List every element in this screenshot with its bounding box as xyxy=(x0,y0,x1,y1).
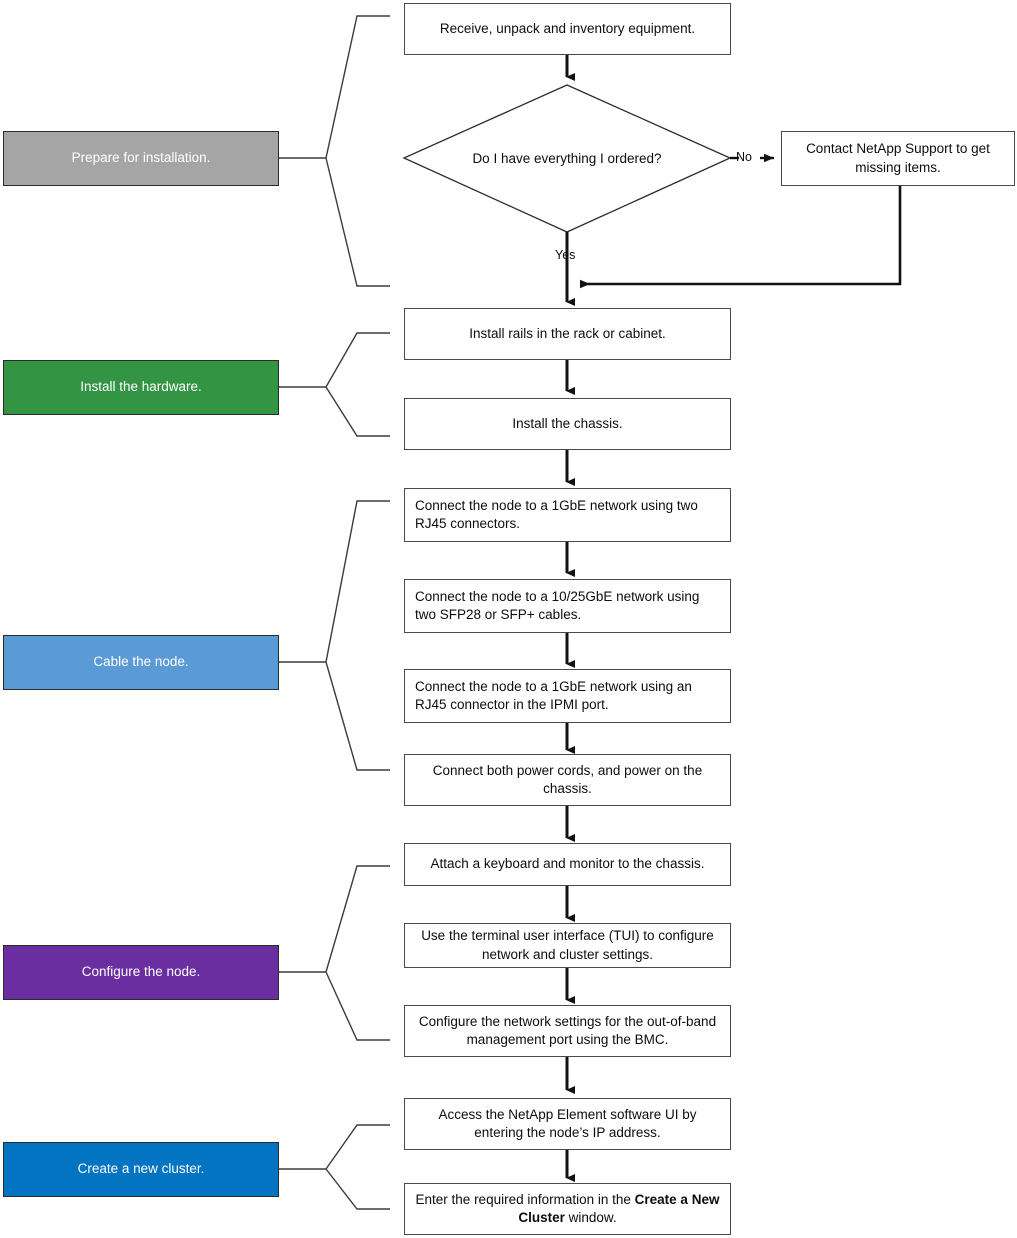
step-box-element-ui[interactable]: Access the NetApp Element software UI by… xyxy=(404,1098,731,1150)
step-box-cable-power[interactable]: Connect both power cords, and power on t… xyxy=(404,754,731,806)
step-element-ui-text: Access the NetApp Element software UI by… xyxy=(438,1106,697,1140)
final-step-bold: Create a New Cluster xyxy=(518,1191,720,1225)
edge-label-no: No xyxy=(736,150,752,164)
final-step-prefix: Enter the required information in the xyxy=(415,1191,635,1207)
stage-label-configure-text: Configure the node. xyxy=(81,964,201,980)
brace-cable xyxy=(279,500,390,771)
step-create-cluster-text: Enter the required information in the Cr… xyxy=(415,1191,720,1227)
edge-label-no-text: No xyxy=(736,150,752,164)
step-box-contact-support[interactable]: Contact NetApp Support to get missing it… xyxy=(781,131,1015,186)
stage-label-cluster[interactable]: Create a new cluster. xyxy=(3,1142,279,1197)
step-attach-kvm-text: Attach a keyboard and monitor to the cha… xyxy=(430,856,705,872)
step-box-install-rails[interactable]: Install rails in the rack or cabinet. xyxy=(404,308,731,360)
step-rails-text: Install rails in the rack or cabinet. xyxy=(469,325,666,341)
stage-label-cluster-text: Create a new cluster. xyxy=(77,1161,205,1177)
step-chassis-text: Install the chassis. xyxy=(512,415,623,431)
stage-label-cable[interactable]: Cable the node. xyxy=(3,635,279,690)
step-bmc-text: Configure the network settings for the o… xyxy=(418,1013,717,1047)
step-cable-ipmi-text: Connect the node to a 1GbE network using… xyxy=(415,678,692,712)
stage-label-prepare[interactable]: Prepare for installation. xyxy=(3,131,279,186)
step-box-bmc[interactable]: Configure the network settings for the o… xyxy=(404,1005,731,1057)
decision-question-text: Do I have everything I ordered? xyxy=(472,150,662,166)
step-box-cable-25gbe[interactable]: Connect the node to a 10/25GbE network u… xyxy=(404,579,731,633)
step-box-cable-ipmi[interactable]: Connect the node to a 1GbE network using… xyxy=(404,669,731,723)
brace-configure xyxy=(279,865,390,1041)
edge-label-yes-text: Yes xyxy=(555,248,576,262)
stage-label-install-text: Install the hardware. xyxy=(80,379,202,395)
stage-label-configure[interactable]: Configure the node. xyxy=(3,945,279,1000)
step-box-cable-1gbe[interactable]: Connect the node to a 1GbE network using… xyxy=(404,488,731,542)
step-cable-1gbe-text: Connect the node to a 1GbE network using… xyxy=(415,497,698,531)
step-box-attach-kvm[interactable]: Attach a keyboard and monitor to the cha… xyxy=(404,843,731,886)
return-path-contact-to-main xyxy=(580,186,902,289)
step-tui-text: Use the terminal user interface (TUI) to… xyxy=(421,928,714,962)
brace-prepare xyxy=(279,15,390,287)
edge-label-yes: Yes xyxy=(555,248,575,262)
step-receive-text: Receive, unpack and inventory equipment. xyxy=(439,20,696,36)
step-contact-text: Contact NetApp Support to get missing it… xyxy=(806,141,990,175)
step-box-tui[interactable]: Use the terminal user interface (TUI) to… xyxy=(404,923,731,968)
decision-question: Do I have everything I ordered? xyxy=(437,143,697,173)
step-cable-25gbe-text: Connect the node to a 10/25GbE network u… xyxy=(415,588,700,622)
step-box-receive[interactable]: Receive, unpack and inventory equipment. xyxy=(404,3,731,55)
stage-label-install[interactable]: Install the hardware. xyxy=(3,360,279,415)
stage-label-cable-text: Cable the node. xyxy=(93,654,189,670)
step-box-install-chassis[interactable]: Install the chassis. xyxy=(404,398,731,450)
brace-install xyxy=(279,332,390,437)
final-step-suffix: window. xyxy=(564,1210,617,1225)
step-cable-power-text: Connect both power cords, and power on t… xyxy=(432,762,703,796)
brace-cluster xyxy=(279,1124,390,1210)
step-box-create-new-cluster[interactable]: Enter the required information in the Cr… xyxy=(404,1183,731,1235)
stage-label-prepare-text: Prepare for installation. xyxy=(71,150,211,166)
